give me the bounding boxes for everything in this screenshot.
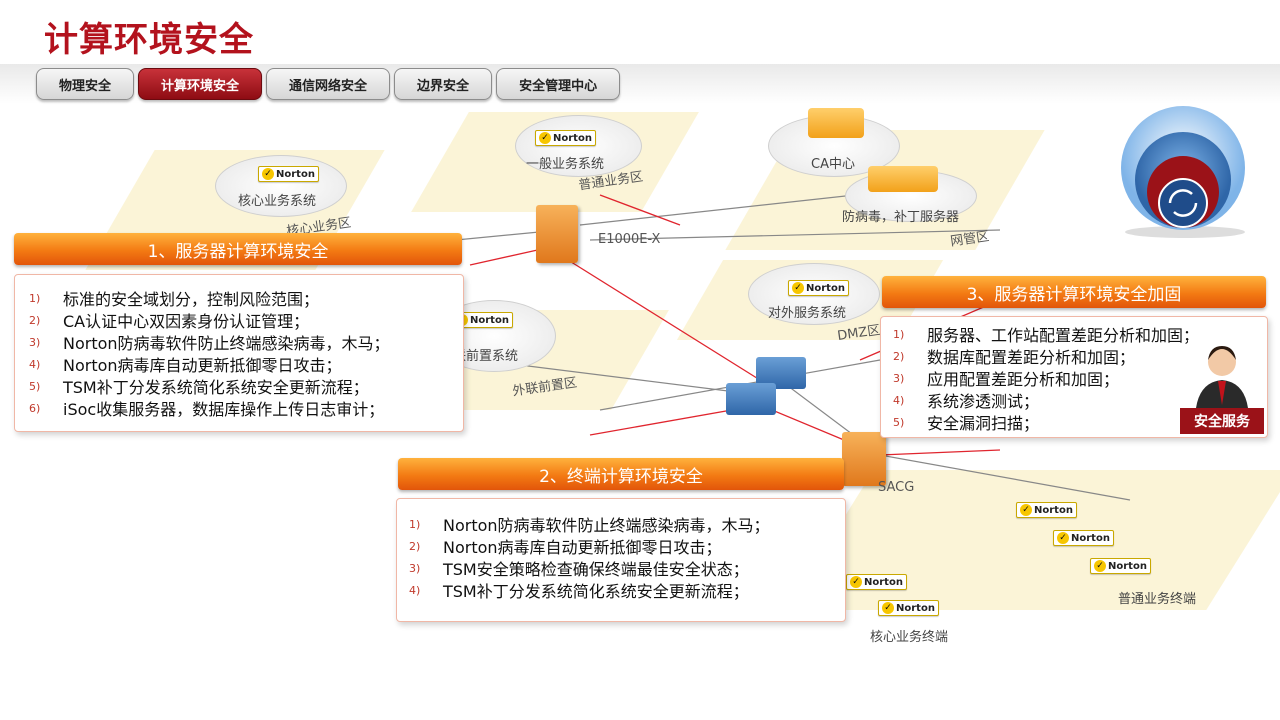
ca-server-icon [808, 108, 864, 138]
core-terminal-label: 核心业务终端 [870, 630, 949, 645]
panel2-item: 3)TSM安全策略检查确保终端最佳安全状态； [409, 560, 749, 579]
tab-network-security[interactable]: 通信网络安全 [266, 68, 391, 100]
firewall-icon [536, 205, 578, 263]
panel1-header: 1、服务器计算环境安全 [14, 233, 462, 265]
norton-badge-terminal-3: ✓Norton [1090, 558, 1151, 574]
check-icon: ✓ [1057, 532, 1069, 544]
external-service-label: 对外服务系统 [768, 306, 847, 321]
panel2-box: 1)Norton防病毒软件防止终端感染病毒，木马； 2)Norton病毒库自动更… [396, 498, 846, 622]
core-system-node [215, 155, 347, 217]
panel3-item: 3)应用配置差距分析和加固； [893, 370, 1120, 389]
general-terminal-label: 普通业务终端 [1118, 592, 1197, 607]
check-icon: ✓ [792, 282, 804, 294]
norton-badge-terminal-1: ✓Norton [1016, 502, 1077, 518]
panel3-item: 4)系统渗透测试； [893, 392, 1040, 411]
av-server-label: 防病毒，补丁服务器 [842, 210, 960, 225]
panel3-item: 1)服务器、工作站配置差距分析和加固； [893, 326, 1200, 345]
norton-badge-terminal-4: ✓Norton [846, 574, 907, 590]
panel1-item: 2)CA认证中心双因素身份认证管理； [29, 312, 310, 331]
general-system-label: 一般业务系统 [526, 157, 605, 172]
norton-badge-terminal-2: ✓Norton [1053, 530, 1114, 546]
panel3-header: 3、服务器计算环境安全加固 [882, 276, 1266, 308]
panel1-item: 6)iSoc收集服务器，数据库操作上传日志审计； [29, 400, 385, 419]
sacg-icon [842, 432, 886, 486]
check-icon: ✓ [262, 168, 274, 180]
panel1-item: 5)TSM补丁分发系统简化系统安全更新流程； [29, 378, 369, 397]
ca-center-label: CA中心 [811, 157, 855, 172]
switch-icon [726, 383, 776, 415]
panel1-box: 1)标准的安全域划分，控制风险范围； 2)CA认证中心双因素身份认证管理； 3)… [14, 274, 464, 432]
norton-badge-general: ✓Norton [535, 130, 596, 146]
panel3-item: 2)数据库配置差距分析和加固； [893, 348, 1136, 367]
panel2-header: 2、终端计算环境安全 [398, 458, 844, 490]
check-icon: ✓ [1094, 560, 1106, 572]
panel3-item: 5)安全漏洞扫描； [893, 414, 1040, 433]
norton-badge-core: ✓Norton [258, 166, 319, 182]
section-tabs: 物理安全 计算环境安全 通信网络安全 边界安全 安全管理中心 [36, 68, 621, 100]
check-icon: ✓ [850, 576, 862, 588]
panel3-title: 3、服务器计算环境安全加固 [966, 284, 1182, 305]
check-icon: ✓ [1020, 504, 1032, 516]
check-icon: ✓ [882, 602, 894, 614]
panel1-item: 4)Norton病毒库自动更新抵御零日攻击； [29, 356, 342, 375]
firewall-label: E1000E-X [598, 232, 661, 247]
security-service-label: 安全服务 [1180, 408, 1264, 434]
norton-badge-terminal-5: ✓Norton [878, 600, 939, 616]
sacg-label: SACG [878, 480, 915, 495]
norton-badge-dmz: ✓Norton [788, 280, 849, 296]
tab-physical-security[interactable]: 物理安全 [36, 68, 135, 100]
panel2-item: 4)TSM补丁分发系统简化系统安全更新流程； [409, 582, 749, 601]
panel2-title: 2、终端计算环境安全 [539, 466, 703, 487]
panel2-item: 1)Norton防病毒软件防止终端感染病毒，木马； [409, 516, 770, 535]
panel1-title: 1、服务器计算环境安全 [147, 241, 329, 262]
panel2-item: 2)Norton病毒库自动更新抵御零日攻击； [409, 538, 722, 557]
tab-security-management-center[interactable]: 安全管理中心 [496, 68, 621, 100]
panel1-item: 3)Norton防病毒软件防止终端感染病毒，木马； [29, 334, 390, 353]
tab-boundary-security[interactable]: 边界安全 [394, 68, 493, 100]
general-system-node [515, 115, 642, 177]
av-server-icon [868, 166, 938, 192]
core-system-label: 核心业务系统 [238, 194, 317, 209]
tab-computing-environment[interactable]: 计算环境安全 [138, 68, 263, 100]
page-title: 计算环境安全 [44, 20, 254, 60]
panel1-item: 1)标准的安全域划分，控制风险范围； [29, 290, 320, 309]
check-icon: ✓ [539, 132, 551, 144]
